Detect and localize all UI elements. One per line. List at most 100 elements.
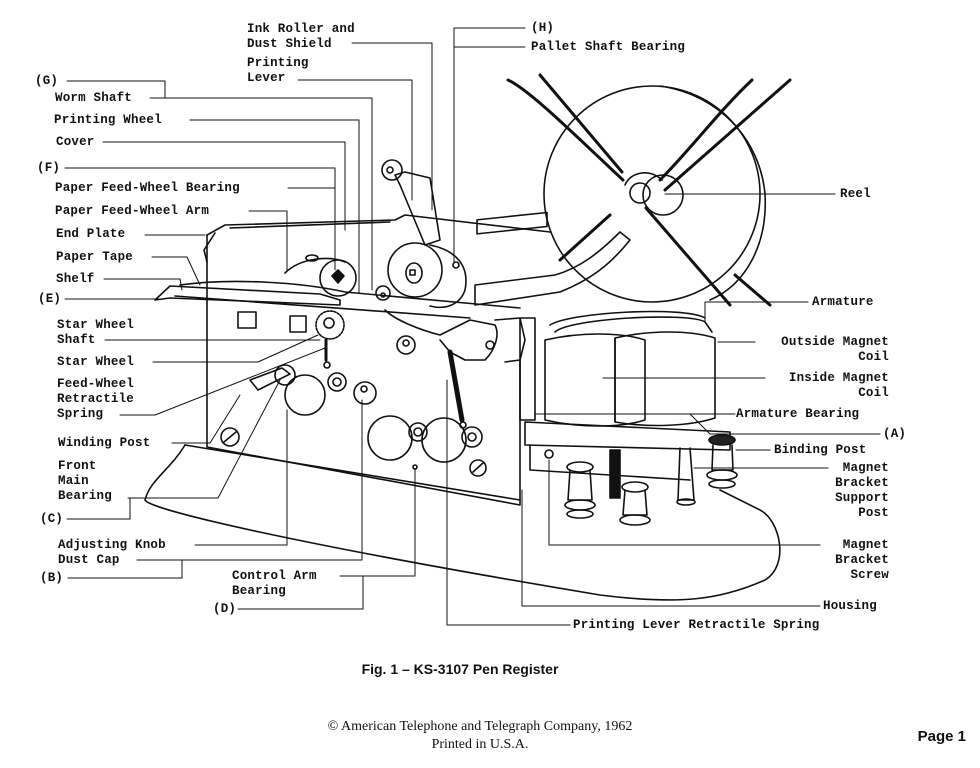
label-armature: Armature bbox=[812, 295, 874, 309]
label-inside-magnet-coil: Inside Magnet Coil bbox=[788, 371, 889, 400]
end-plate bbox=[204, 233, 215, 262]
label-marker-d: (D) bbox=[213, 602, 237, 616]
reel-spoke bbox=[540, 75, 622, 172]
magnet-bracket-support-post bbox=[678, 448, 694, 500]
label-magnet-bracket-screw: Magnet Bracket Screw bbox=[835, 538, 889, 582]
reel-rim bbox=[660, 86, 765, 300]
label-ink-roller-dust-shield: Ink Roller and Dust Shield bbox=[247, 22, 355, 51]
label-paper-feed-wheel-arm: Paper Feed-Wheel Arm bbox=[55, 204, 210, 218]
binding-post-2 bbox=[620, 482, 650, 525]
label-paper-tape: Paper Tape bbox=[56, 250, 134, 264]
lower-wheel-right bbox=[422, 418, 466, 462]
housing-front bbox=[207, 300, 520, 505]
outside-magnet-coil bbox=[545, 334, 645, 426]
paper-feed-wheel bbox=[320, 260, 356, 296]
magnet-bracket bbox=[525, 422, 730, 450]
reel-spoke bbox=[646, 208, 730, 305]
ink-roller-arm bbox=[395, 172, 440, 245]
label-feed-wheel-retractile-spring: Feed-Wheel Retractile Spring bbox=[57, 377, 135, 421]
printing-wheel bbox=[388, 243, 442, 297]
feed-wheel-hole bbox=[306, 255, 318, 261]
base-plate-edge bbox=[185, 445, 520, 500]
label-star-wheel-shaft: Star Wheel Shaft bbox=[57, 318, 135, 347]
winding-post bbox=[250, 368, 290, 390]
label-housing: Housing bbox=[823, 599, 877, 613]
ink-roller bbox=[382, 160, 402, 180]
inside-magnet-coil bbox=[615, 332, 715, 425]
pallet-shaft-bearing bbox=[453, 262, 459, 268]
printed-in-text: Printed in U.S.A. bbox=[431, 737, 529, 752]
label-dust-cap: Dust Cap bbox=[58, 553, 120, 567]
star-wheel-spring-eye bbox=[324, 362, 330, 368]
label-front-main-bearing: Front Main Bearing bbox=[58, 459, 112, 503]
label-winding-post: Winding Post bbox=[58, 436, 151, 450]
knob-washer bbox=[328, 373, 346, 391]
label-end-plate: End Plate bbox=[56, 227, 126, 241]
copyright-text: © American Telephone and Telegraph Compa… bbox=[327, 719, 633, 734]
printing-wheel-hub bbox=[406, 263, 422, 283]
front-main-bearing bbox=[275, 365, 295, 385]
lower-wheel-left bbox=[368, 416, 412, 460]
housing-top-back bbox=[230, 222, 390, 228]
label-printing-lever: Printing Lever bbox=[247, 56, 309, 85]
label-cover: Cover bbox=[56, 135, 95, 149]
label-control-arm-bearing: Control Arm Bearing bbox=[232, 569, 317, 598]
armature bbox=[555, 317, 712, 332]
pen-register-drawing bbox=[0, 0, 980, 640]
label-reel: Reel bbox=[840, 187, 871, 201]
binding-post-1 bbox=[565, 462, 595, 518]
label-marker-g: (G) bbox=[35, 74, 59, 88]
reel-hub bbox=[630, 183, 650, 203]
printing-lever bbox=[385, 310, 497, 360]
label-armature-bearing: Armature Bearing bbox=[736, 407, 860, 421]
shelf-bracket bbox=[238, 312, 256, 328]
pen-register-figure: Ink Roller and Dust Shield Printing Leve… bbox=[0, 0, 980, 640]
copyright-block: © American Telephone and Telegraph Compa… bbox=[240, 718, 720, 754]
figure-caption-text: Fig. 1 – KS-3107 Pen Register bbox=[361, 661, 559, 677]
binding-post-3 bbox=[707, 435, 737, 488]
worm-shaft-bearing bbox=[376, 286, 390, 300]
reel-arm bbox=[475, 232, 630, 305]
shelf bbox=[155, 286, 340, 305]
star-wheel bbox=[316, 311, 344, 339]
reel-spoke bbox=[560, 215, 610, 260]
page-number: Page 1 bbox=[917, 728, 966, 745]
lower-screw bbox=[470, 460, 486, 476]
paper-feed-wheel-hub bbox=[332, 270, 344, 283]
housing-top-rear bbox=[207, 215, 550, 235]
label-marker-e: (E) bbox=[38, 292, 62, 306]
label-adjusting-knob: Adjusting Knob bbox=[58, 538, 166, 552]
label-star-wheel: Star Wheel bbox=[57, 355, 135, 369]
label-marker-b: (B) bbox=[40, 571, 64, 585]
printing-lever-spring bbox=[450, 352, 462, 420]
label-binding-post: Binding Post bbox=[774, 443, 867, 457]
figure-caption: Fig. 1 – KS-3107 Pen Register bbox=[0, 661, 980, 677]
lever-linkage bbox=[495, 318, 525, 362]
label-paper-feed-wheel-bearing: Paper Feed-Wheel Bearing bbox=[55, 181, 240, 195]
magnet-bracket-screw bbox=[545, 450, 553, 458]
control-arm-bearing bbox=[413, 465, 417, 469]
printing-lever-eye bbox=[486, 341, 494, 349]
reel-spoke bbox=[665, 80, 790, 190]
paper-tape bbox=[180, 281, 520, 308]
adjusting-knob bbox=[285, 375, 325, 415]
shelf-bracket bbox=[290, 316, 306, 332]
reel-spoke bbox=[660, 80, 752, 180]
star-wheel-hub bbox=[324, 318, 334, 328]
label-marker-a: (A) bbox=[883, 427, 907, 441]
armature-bracket bbox=[520, 318, 535, 420]
reel-spoke bbox=[735, 275, 770, 305]
label-worm-shaft: Worm Shaft bbox=[55, 91, 133, 105]
label-marker-h: (H) bbox=[531, 21, 555, 35]
dust-cap bbox=[354, 382, 376, 404]
black-post bbox=[610, 450, 620, 498]
label-outside-magnet-coil: Outside Magnet Coil bbox=[781, 335, 889, 364]
label-marker-f: (F) bbox=[37, 161, 61, 175]
label-shelf: Shelf bbox=[56, 272, 95, 286]
leader-lines bbox=[65, 28, 880, 625]
label-printing-lever-retractile-spring: Printing Lever Retractile Spring bbox=[573, 618, 820, 632]
lower-right-washer bbox=[462, 427, 482, 447]
paper-tape-lower bbox=[175, 296, 470, 318]
knob-washer-inner bbox=[333, 378, 341, 386]
label-marker-c: (C) bbox=[40, 512, 64, 526]
